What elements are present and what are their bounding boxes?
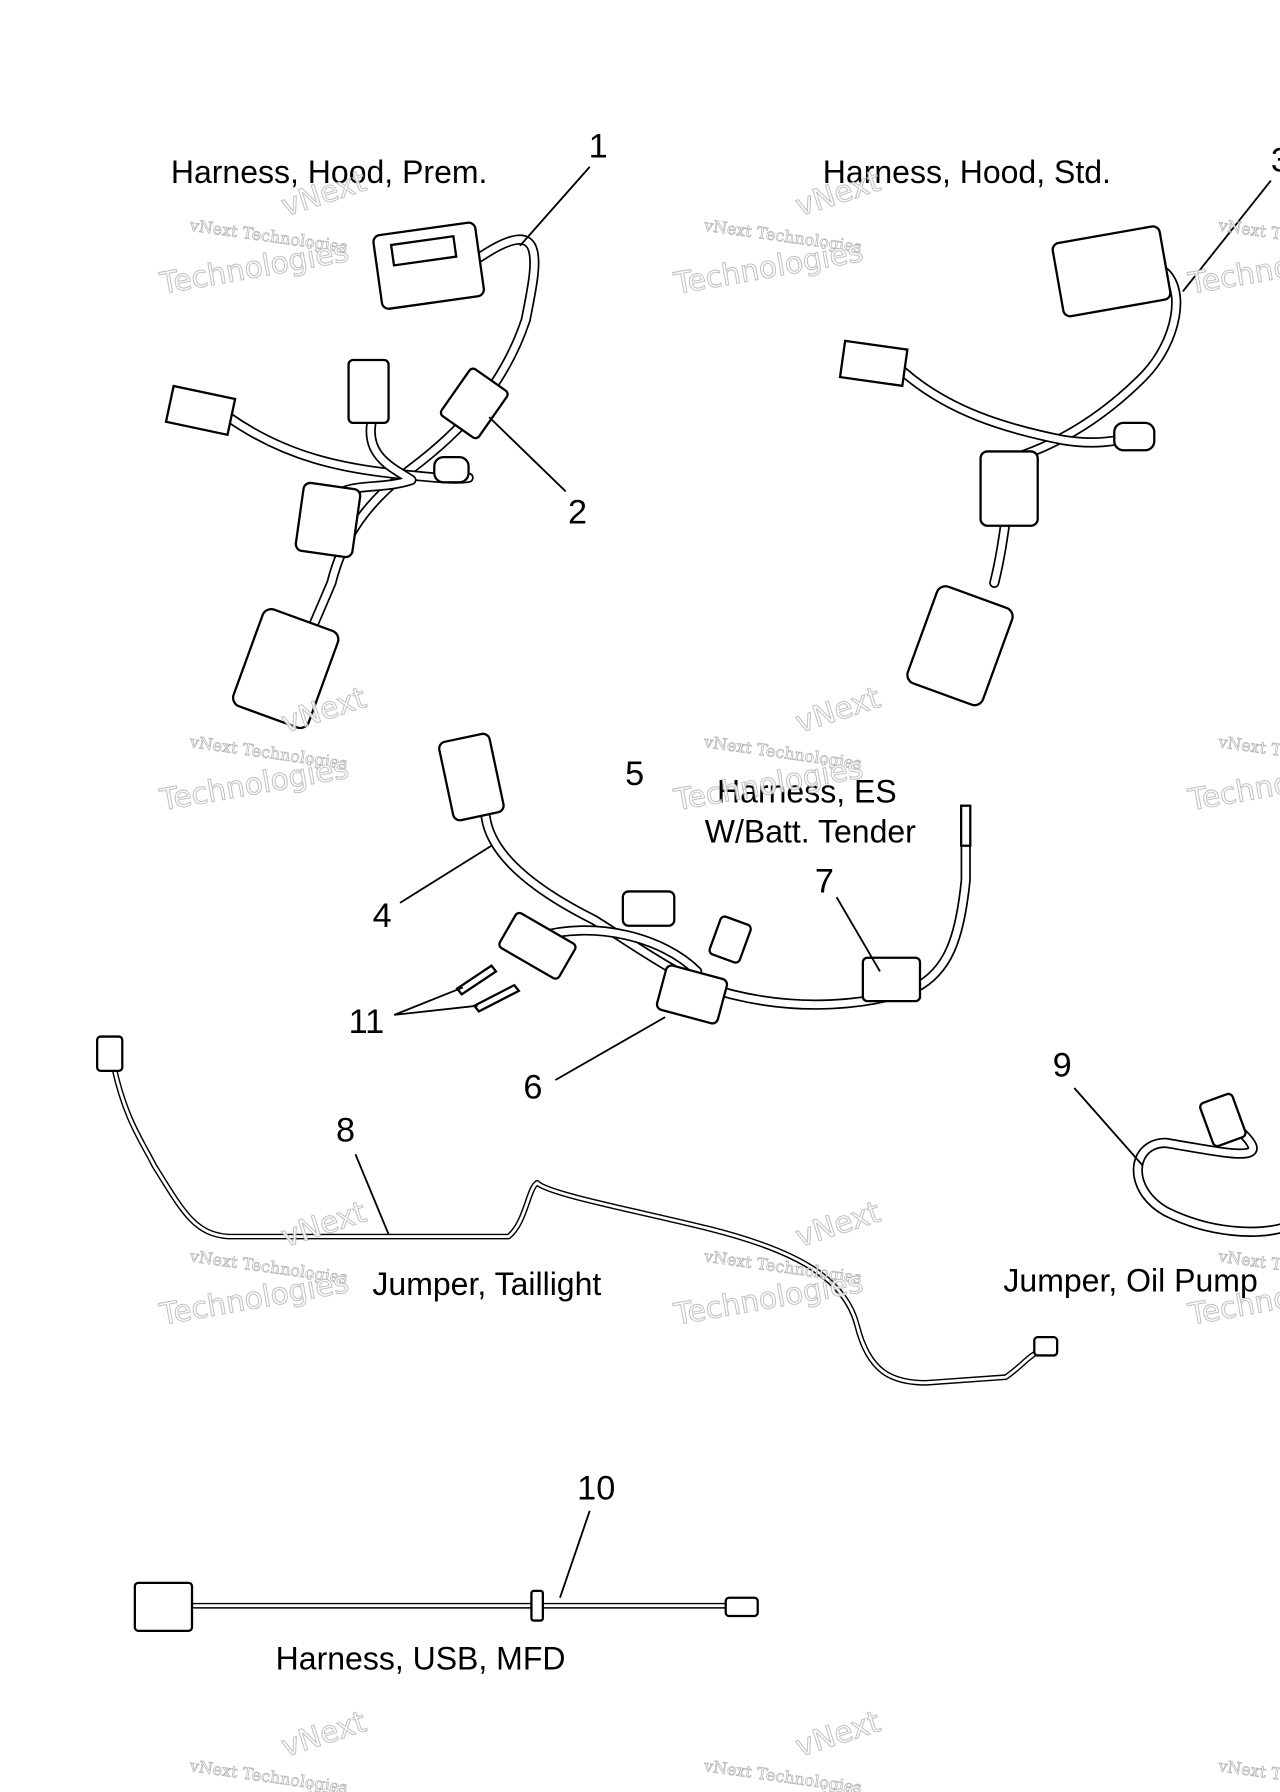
- harness-hood-prem: [164, 221, 540, 730]
- harness-es: [438, 732, 972, 1025]
- jumper-oil-pump: [1132, 1092, 1280, 1237]
- callout-7: 7: [815, 863, 834, 901]
- label-usb-mfd: Harness, USB, MFD: [276, 1641, 566, 1677]
- harness-hood-std: [838, 225, 1182, 707]
- callout-1: 1: [589, 128, 608, 166]
- callout-3: 3: [1271, 141, 1280, 179]
- jumper-taillight: [96, 1035, 1059, 1386]
- harness-usb-mfd: [133, 1581, 759, 1632]
- label-taillight: Jumper, Taillight: [372, 1266, 601, 1302]
- callout-9: 9: [1053, 1047, 1072, 1085]
- callout-10: 10: [577, 1469, 615, 1507]
- leader-lines: [354, 166, 1272, 1599]
- callout-2: 2: [568, 493, 587, 531]
- callout-5: 5: [625, 755, 644, 793]
- callout-8: 8: [336, 1112, 355, 1150]
- label-es-line2: W/Batt. Tender: [705, 813, 916, 849]
- callout-6: 6: [523, 1068, 542, 1106]
- callout-4: 4: [373, 897, 392, 935]
- callout-11: 11: [349, 1003, 385, 1041]
